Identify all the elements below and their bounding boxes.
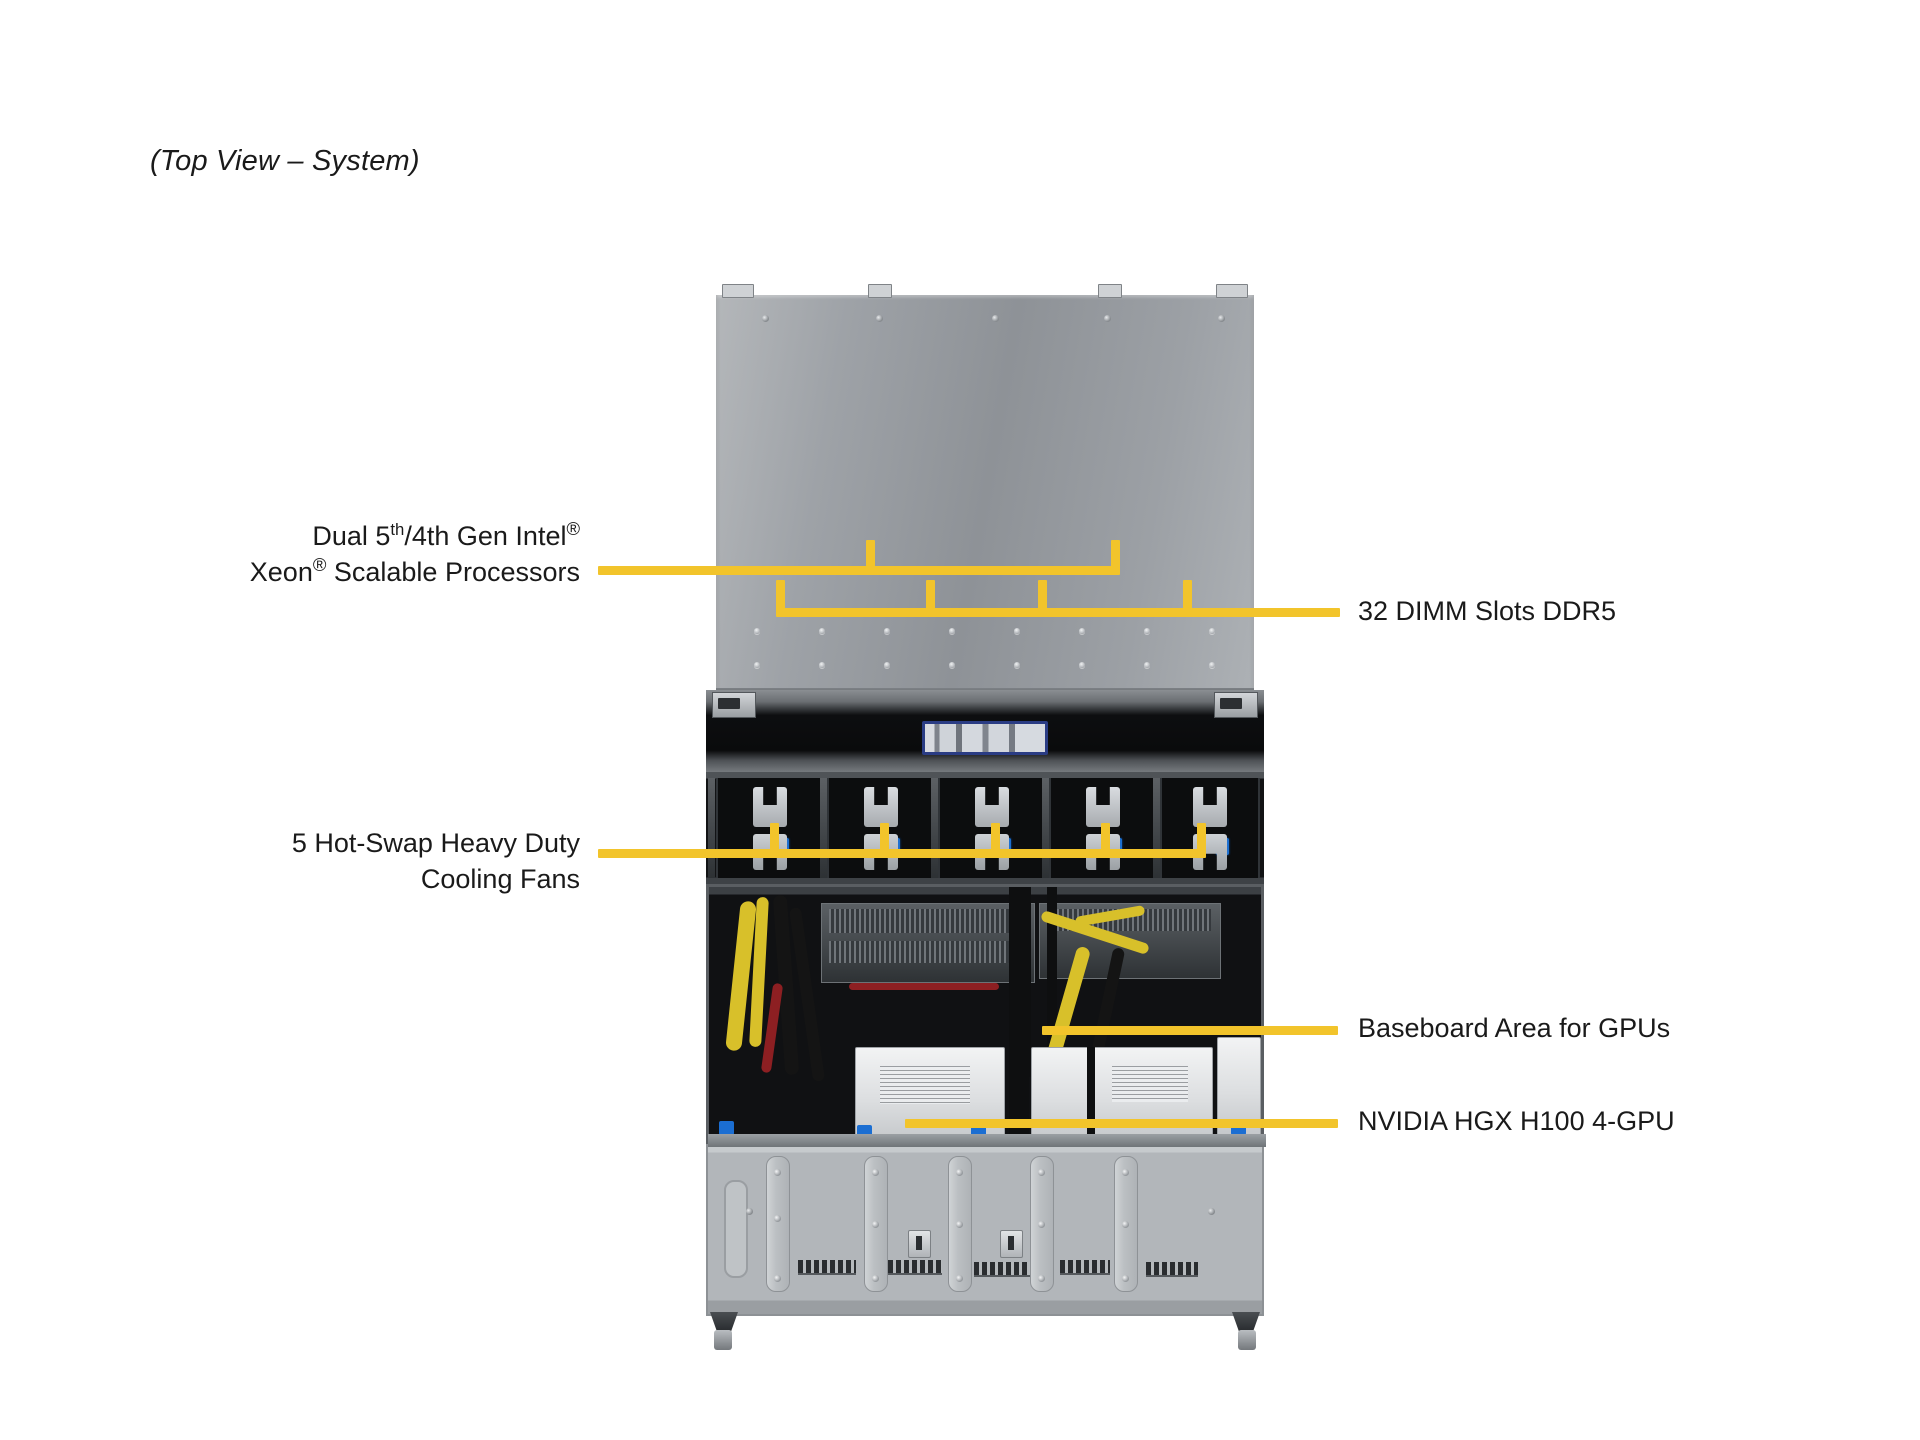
- chassis-handle-slot: [724, 1180, 748, 1278]
- callout-fans-line1: 5 Hot-Swap Heavy Duty: [291, 828, 580, 858]
- callout-cpu-line2: Xeon® Scalable Processors: [249, 553, 580, 587]
- top-cover-panel: [716, 284, 1254, 697]
- callout-dimm: 32 DIMM Slots DDR5: [1358, 596, 1617, 626]
- callout-baseboard: Baseboard Area for GPUs: [1358, 1013, 1671, 1043]
- pcie-slot-bracket: [1030, 1156, 1054, 1292]
- rear-latch-clip[interactable]: [1000, 1230, 1023, 1258]
- cpu-leader-tick: [866, 540, 875, 570]
- chassis-hinge-bezel: [706, 690, 1264, 774]
- rear-latch-clip[interactable]: [908, 1230, 931, 1258]
- gpu-leader-line: [905, 1119, 1338, 1128]
- cpu-leader-line: [598, 566, 1120, 575]
- pcie-slot-bracket: [864, 1156, 888, 1292]
- rear-io-panel: [706, 1134, 1266, 1350]
- dimm-leader-line: [776, 608, 1340, 617]
- chassis-barcode-label: [922, 721, 1048, 755]
- hot-swap-fan-module[interactable]: [1160, 778, 1260, 878]
- cooling-fan-bay: [706, 772, 1264, 884]
- fan-leader-tick: [991, 823, 1000, 853]
- chassis-caster: [1238, 1330, 1256, 1350]
- server-chassis-photo: [706, 284, 1268, 1350]
- fan-leader-tick: [1101, 823, 1110, 853]
- pcie-slot-bracket: [1114, 1156, 1138, 1292]
- chassis-caster: [714, 1330, 732, 1350]
- fan-leader-tick: [1197, 823, 1206, 853]
- cpu-leader-tick: [1111, 540, 1120, 570]
- page-title: (Top View – System): [150, 145, 420, 177]
- gpu-heatsink: [1031, 1047, 1089, 1141]
- callout-cpu-line1: Dual 5th/4th Gen Intel®: [312, 518, 580, 551]
- fan-leader-tick: [770, 823, 779, 853]
- gpu-heatsink: [1093, 1047, 1213, 1141]
- baseboard-leader-line: [1042, 1026, 1338, 1035]
- fan-leader-line: [598, 849, 1206, 858]
- dimm-leader-tick: [1183, 580, 1192, 612]
- callout-gpu: NVIDIA HGX H100 4-GPU: [1358, 1106, 1675, 1136]
- pcie-slot-bracket: [766, 1156, 790, 1292]
- dimm-leader-tick: [926, 580, 935, 612]
- dimm-leader-tick: [1038, 580, 1047, 612]
- baseboard-interior-area: [706, 884, 1264, 1144]
- callout-fans: 5 Hot-Swap Heavy Duty Cooling Fans: [140, 826, 580, 898]
- fan-leader-tick: [880, 823, 889, 853]
- callout-cpu: Dual 5th/4th Gen Intel® Xeon® Scalable P…: [140, 519, 580, 591]
- dimm-leader-tick: [776, 580, 785, 612]
- pcie-slot-bracket: [948, 1156, 972, 1292]
- callout-fans-line2: Cooling Fans: [420, 863, 580, 894]
